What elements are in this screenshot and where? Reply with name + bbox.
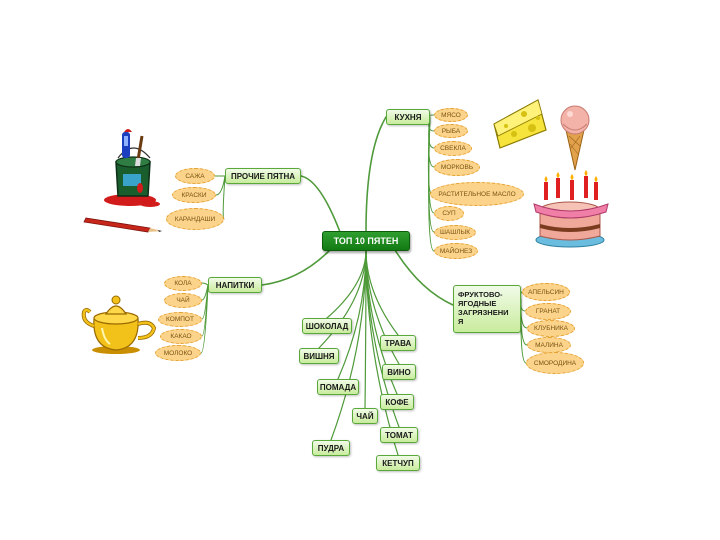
drinks-item-milk[interactable]: МОЛОКО (155, 345, 201, 361)
kitchen-item-carrot[interactable]: МОРКОВЬ (434, 159, 480, 176)
kitchen-item-meat[interactable]: МЯСО (434, 108, 468, 122)
fruit-item-label: ГРАНАТ (535, 308, 561, 315)
stain-label: ШОКОЛАД (305, 321, 349, 331)
kitchen-item-label: РАСТИТЕЛЬНОЕ МАСЛО (438, 190, 516, 198)
root-label: ТОП 10 ПЯТЕН (333, 236, 399, 246)
connector-line (520, 299, 528, 346)
kitchen-item-label: МОРКОВЬ (440, 164, 474, 171)
stain-chocolate[interactable]: ШОКОЛАД (302, 318, 352, 334)
stain-label: ТОМАТ (385, 430, 413, 440)
stain-label: ВИНО (387, 367, 411, 377)
kitchen-item-beet[interactable]: СВЕКЛА (434, 141, 472, 156)
fruit-item-orange[interactable]: АПЕЛЬСИН (522, 283, 570, 301)
other-item-label: КАРАНДАШИ (174, 215, 216, 223)
branch-drinks[interactable]: НАПИТКИ (208, 277, 262, 293)
kitchen-item-label: СВЕКЛА (440, 145, 466, 152)
fruit-item-label: КЛУБНИКА (534, 325, 568, 332)
kitchen-item-label: РЫБА (441, 127, 461, 135)
teapot-icon (81, 295, 157, 354)
drinks-item-label: КОМПОТ (166, 316, 194, 323)
paint-bucket-icon (104, 129, 160, 207)
branch-fruit-label-line: Я (458, 317, 464, 326)
root-node[interactable]: ТОП 10 ПЯТЕН (322, 231, 410, 251)
drinks-item-cola[interactable]: КОЛА (164, 276, 202, 291)
branch-fruit-berry[interactable]: ФРУКТОВО- ЯГОДНЫЕ ЗАГРЯЗНЕНИ Я (453, 285, 521, 333)
kitchen-item-soup[interactable]: СУП (434, 206, 464, 221)
stain-powder[interactable]: ПУДРА (312, 440, 350, 456)
fruit-item-label: МАЛИНА (535, 341, 563, 349)
stain-cherry[interactable]: ВИШНЯ (299, 348, 339, 364)
kitchen-item-label: СУП (442, 210, 456, 217)
connector-line (261, 249, 331, 286)
stain-wine[interactable]: ВИНО (382, 364, 416, 380)
fruit-item-strawberry[interactable]: КЛУБНИКА (527, 320, 575, 337)
stain-label: КОФЕ (385, 397, 409, 407)
fruit-item-label: АПЕЛЬСИН (528, 288, 564, 296)
fruit-item-currant[interactable]: СМОРОДИНА (526, 352, 584, 374)
stain-lipstick[interactable]: ПОМАДА (317, 379, 359, 395)
stain-label: ПОМАДА (319, 382, 357, 392)
stain-label: ТРАВА (384, 338, 412, 348)
connector-line (200, 284, 209, 354)
branch-fruit-label-line: ЯГОДНЫЕ (458, 299, 497, 308)
connector-line (330, 249, 367, 441)
fruit-item-pomegranate[interactable]: ГРАНАТ (525, 303, 571, 320)
birthday-cake-icon (533, 170, 609, 248)
kitchen-item-label: МЯСО (441, 111, 461, 119)
connector-line (300, 175, 341, 233)
branch-other-stains[interactable]: ПРОЧИЕ ПЯТНА (225, 168, 301, 184)
branch-fruit-label-line: ФРУКТОВО- (458, 290, 503, 299)
drinks-item-cocoa[interactable]: КАКАО (160, 329, 202, 344)
branch-fruit-label: ФРУКТОВО- ЯГОДНЫЕ ЗАГРЯЗНЕНИ Я (458, 290, 509, 326)
stain-tea[interactable]: ЧАЙ (352, 408, 378, 424)
branch-kitchen[interactable]: КУХНЯ (386, 109, 430, 125)
kitchen-item-label: МАЙОНЕЗ (439, 247, 473, 255)
drinks-item-label: КОЛА (174, 280, 192, 287)
stain-label: ПУДРА (317, 443, 345, 453)
drinks-item-label: ЧАЙ (176, 297, 190, 304)
pencil-icon (83, 217, 162, 233)
branch-other-label: ПРОЧИЕ ПЯТНА (230, 171, 296, 181)
stain-label: КЕТЧУП (382, 458, 414, 468)
other-item-soot[interactable]: САЖА (175, 168, 215, 184)
stain-grass[interactable]: ТРАВА (380, 335, 416, 351)
branch-fruit-label-line: ЗАГРЯЗНЕНИ (458, 308, 509, 317)
stain-label: ВИШНЯ (303, 351, 335, 361)
connector-line (428, 116, 435, 252)
ice-cream-icon (560, 105, 590, 171)
other-item-label: САЖА (185, 172, 205, 180)
kitchen-item-oil[interactable]: РАСТИТЕЛЬНОЕ МАСЛО (430, 182, 524, 206)
cheese-icon (493, 99, 547, 149)
fruit-item-raspberry[interactable]: МАЛИНА (527, 337, 571, 353)
branch-drinks-label: НАПИТКИ (215, 280, 255, 290)
drinks-item-tea[interactable]: ЧАЙ (164, 293, 202, 308)
drinks-item-compote[interactable]: КОМПОТ (158, 312, 202, 327)
connector-line (201, 282, 209, 286)
kitchen-item-fish[interactable]: РЫБА (434, 124, 468, 138)
stain-label: ЧАЙ (356, 411, 374, 421)
drinks-item-label: КАКАО (170, 333, 192, 340)
connector-line (365, 116, 387, 233)
fruit-item-label: СМОРОДИНА (533, 359, 577, 367)
other-item-label: КРАСКИ (181, 191, 207, 199)
drinks-item-label: МОЛОКО (163, 349, 193, 357)
kitchen-item-shashlik[interactable]: ШАШЛЫК (434, 225, 476, 240)
other-item-pencils[interactable]: КАРАНДАШИ (166, 208, 224, 230)
connector-line (394, 249, 454, 306)
stain-coffee[interactable]: КОФЕ (380, 394, 414, 410)
other-item-paints[interactable]: КРАСКИ (172, 187, 216, 203)
branch-kitchen-label: КУХНЯ (394, 112, 422, 122)
stain-ketchup[interactable]: КЕТЧУП (376, 455, 420, 471)
kitchen-item-mayo[interactable]: МАЙОНЕЗ (434, 243, 478, 259)
kitchen-item-label: ШАШЛЫК (439, 229, 471, 236)
stain-tomato[interactable]: ТОМАТ (380, 427, 418, 443)
